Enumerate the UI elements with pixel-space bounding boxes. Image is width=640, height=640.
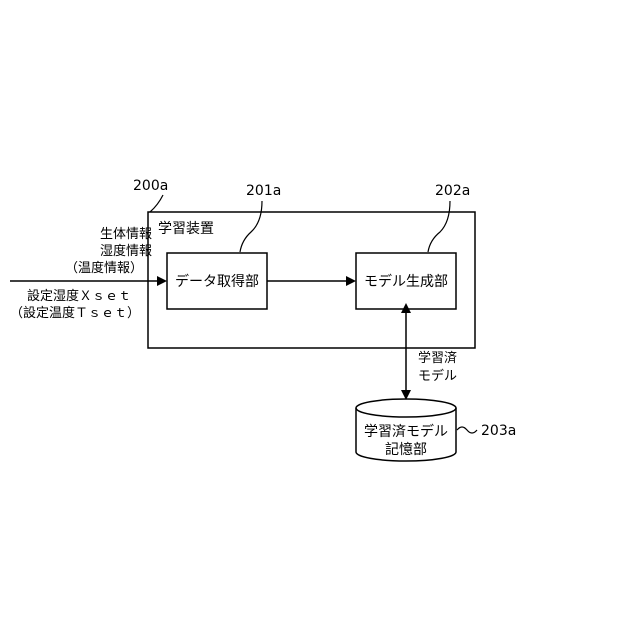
- leader-200a: [150, 195, 163, 212]
- leader-202a: [428, 201, 450, 252]
- input-setpoint-line2: （設定温度Ｔｓｅｔ）: [10, 305, 140, 321]
- ref-201a: 201a: [246, 183, 281, 199]
- input-biometric-line1: 生体情報: [100, 227, 152, 242]
- leader-203a: [457, 427, 477, 433]
- trained-model-label-line1: 学習済: [418, 350, 457, 366]
- leader-201a: [240, 201, 262, 252]
- model-storage-label-line2: 記憶部: [385, 441, 427, 458]
- model-generation-label: モデル生成部: [364, 273, 448, 290]
- input-biometric-line2: 湿度情報: [100, 243, 152, 259]
- ref-203a: 203a: [481, 423, 516, 439]
- ref-200a: 200a: [133, 178, 168, 194]
- input-biometric-line3: （温度情報）: [65, 260, 143, 276]
- data-acquisition-label: データ取得部: [175, 273, 259, 290]
- model-storage-label-line1: 学習済モデル: [364, 423, 448, 440]
- input-setpoint-line1: 設定湿度Ｘｓｅｔ: [27, 288, 131, 304]
- learning-device-title: 学習装置: [158, 221, 214, 237]
- ref-202a: 202a: [435, 183, 470, 199]
- trained-model-label-line2: モデル: [418, 368, 457, 384]
